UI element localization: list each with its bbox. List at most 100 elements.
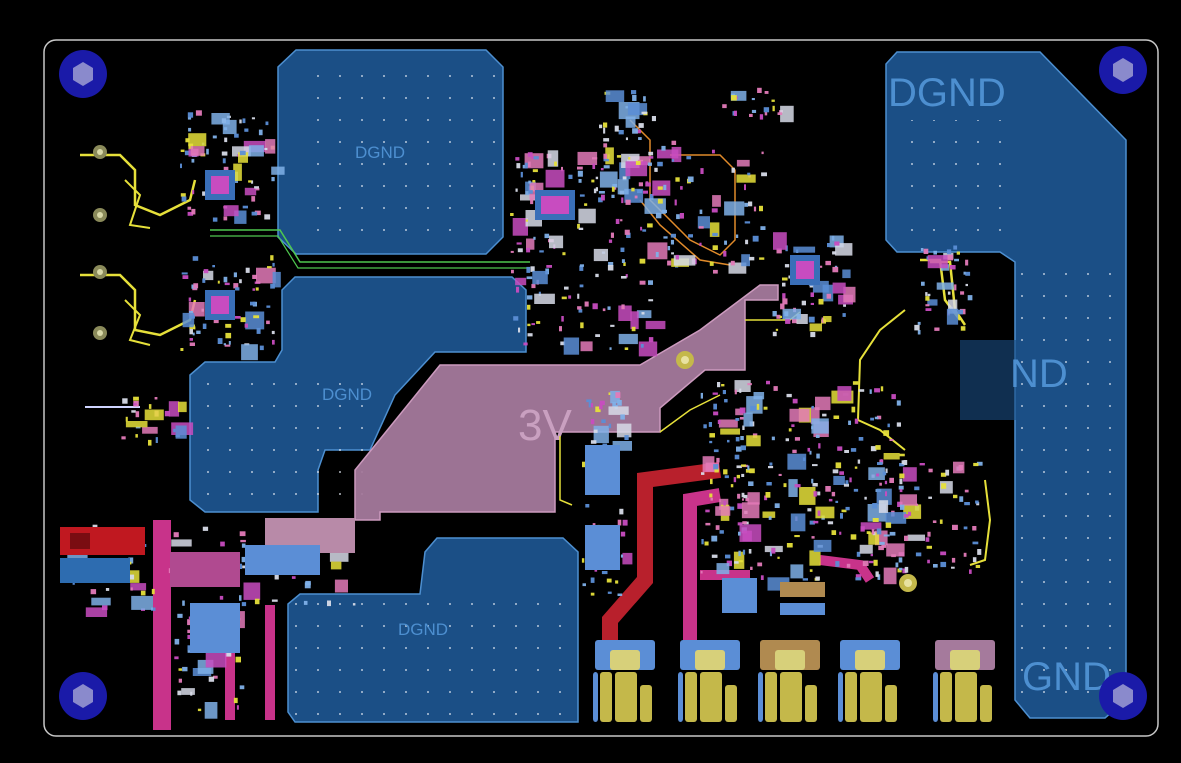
smd-pad[interactable] (889, 439, 894, 441)
smd-pad[interactable] (595, 187, 598, 192)
smd-pad[interactable] (618, 333, 638, 345)
connector-pad[interactable] (593, 672, 598, 722)
smd-pad[interactable] (891, 394, 896, 400)
smd-pad[interactable] (764, 91, 769, 94)
smd-pad[interactable] (533, 156, 539, 160)
power-connector-pad-2[interactable] (60, 558, 130, 583)
smd-pad[interactable] (740, 436, 744, 441)
smd-pad[interactable] (716, 457, 720, 463)
smd-pad[interactable] (178, 668, 183, 671)
smd-pad[interactable] (624, 435, 629, 440)
smd-pad[interactable] (579, 194, 585, 197)
smd-pad[interactable] (590, 403, 593, 408)
smd-pad[interactable] (621, 304, 625, 310)
smd-pad[interactable] (219, 595, 224, 600)
smd-pad[interactable] (788, 479, 798, 497)
smd-pad[interactable] (202, 323, 207, 329)
smd-pad[interactable] (202, 191, 208, 196)
smd-pad[interactable] (813, 491, 817, 497)
smd-pad[interactable] (192, 190, 195, 195)
smd-pad[interactable] (697, 216, 710, 229)
smd-pad[interactable] (607, 306, 611, 310)
smd-pad[interactable] (271, 599, 278, 602)
smd-pad[interactable] (577, 170, 583, 177)
smd-pad[interactable] (206, 148, 209, 155)
smd-pad[interactable] (239, 685, 245, 690)
smd-pad[interactable] (711, 535, 718, 542)
smd-pad[interactable] (266, 320, 270, 325)
test-point-3[interactable] (93, 265, 107, 279)
smd-pad[interactable] (925, 308, 932, 311)
smd-pad[interactable] (560, 341, 566, 346)
smd-pad[interactable] (925, 537, 930, 542)
smd-pad[interactable] (527, 304, 531, 310)
smd-pad[interactable] (634, 195, 638, 199)
smd-pad[interactable] (832, 251, 837, 255)
smd-pad[interactable] (779, 315, 782, 319)
smd-pad[interactable] (953, 461, 965, 474)
smd-pad[interactable] (972, 526, 977, 531)
smd-pad[interactable] (818, 265, 823, 268)
smd-pad[interactable] (726, 560, 732, 567)
smd-pad[interactable] (272, 262, 275, 267)
smd-pad[interactable] (638, 137, 642, 140)
smd-pad[interactable] (603, 153, 607, 160)
smd-pad[interactable] (171, 539, 192, 547)
smd-pad[interactable] (744, 202, 748, 207)
smd-pad[interactable] (854, 466, 858, 469)
smd-pad[interactable] (527, 323, 531, 327)
smd-pad[interactable] (713, 411, 719, 416)
smd-pad[interactable] (327, 600, 331, 607)
smd-pad[interactable] (549, 235, 564, 249)
smd-pad[interactable] (741, 502, 760, 519)
smd-pad[interactable] (620, 247, 625, 252)
smd-pad[interactable] (181, 272, 188, 275)
smd-pad[interactable] (601, 571, 608, 575)
smd-pad[interactable] (579, 265, 584, 271)
smd-pad[interactable] (334, 579, 348, 593)
smd-pad[interactable] (242, 118, 246, 124)
smd-pad[interactable] (133, 403, 137, 406)
smd-pad[interactable] (738, 531, 741, 536)
smd-pad[interactable] (187, 650, 191, 653)
smd-pad[interactable] (180, 163, 182, 169)
smd-pad[interactable] (196, 330, 201, 334)
smd-pad[interactable] (858, 437, 864, 441)
smd-pad[interactable] (255, 187, 260, 191)
smd-pad[interactable] (794, 535, 800, 538)
smd-pad[interactable] (189, 342, 195, 347)
smd-pad[interactable] (807, 508, 812, 512)
smd-pad[interactable] (525, 191, 530, 196)
smd-pad[interactable] (151, 588, 155, 595)
smd-pad[interactable] (889, 477, 894, 483)
smd-pad[interactable] (927, 299, 938, 306)
smd-pad[interactable] (954, 284, 957, 291)
smd-pad[interactable] (903, 460, 908, 465)
smd-pad[interactable] (857, 459, 861, 464)
smd-pad[interactable] (590, 592, 595, 596)
smd-pad[interactable] (724, 240, 727, 245)
connector-pad[interactable] (955, 672, 977, 722)
smd-pad[interactable] (620, 219, 623, 222)
smd-pad[interactable] (515, 277, 527, 286)
connector-pad[interactable] (855, 650, 885, 670)
smd-pad[interactable] (190, 146, 205, 156)
smd-pad[interactable] (743, 412, 753, 427)
inductor-pad-3[interactable] (245, 545, 320, 575)
smd-pad[interactable] (643, 190, 648, 194)
smd-pad[interactable] (829, 235, 844, 248)
smd-pad[interactable] (898, 557, 903, 563)
smd-pad[interactable] (835, 462, 842, 469)
smd-pad[interactable] (244, 128, 249, 132)
smd-pad[interactable] (745, 497, 749, 502)
ic-exposed-pad[interactable] (541, 196, 569, 214)
smd-pad[interactable] (264, 147, 268, 151)
connector-pad[interactable] (933, 672, 938, 722)
smd-pad[interactable] (815, 396, 831, 411)
smd-pad[interactable] (746, 396, 763, 414)
smd-pad[interactable] (960, 326, 966, 331)
smd-pad[interactable] (700, 392, 703, 399)
smd-pad[interactable] (772, 311, 777, 317)
smd-pad[interactable] (272, 339, 275, 345)
